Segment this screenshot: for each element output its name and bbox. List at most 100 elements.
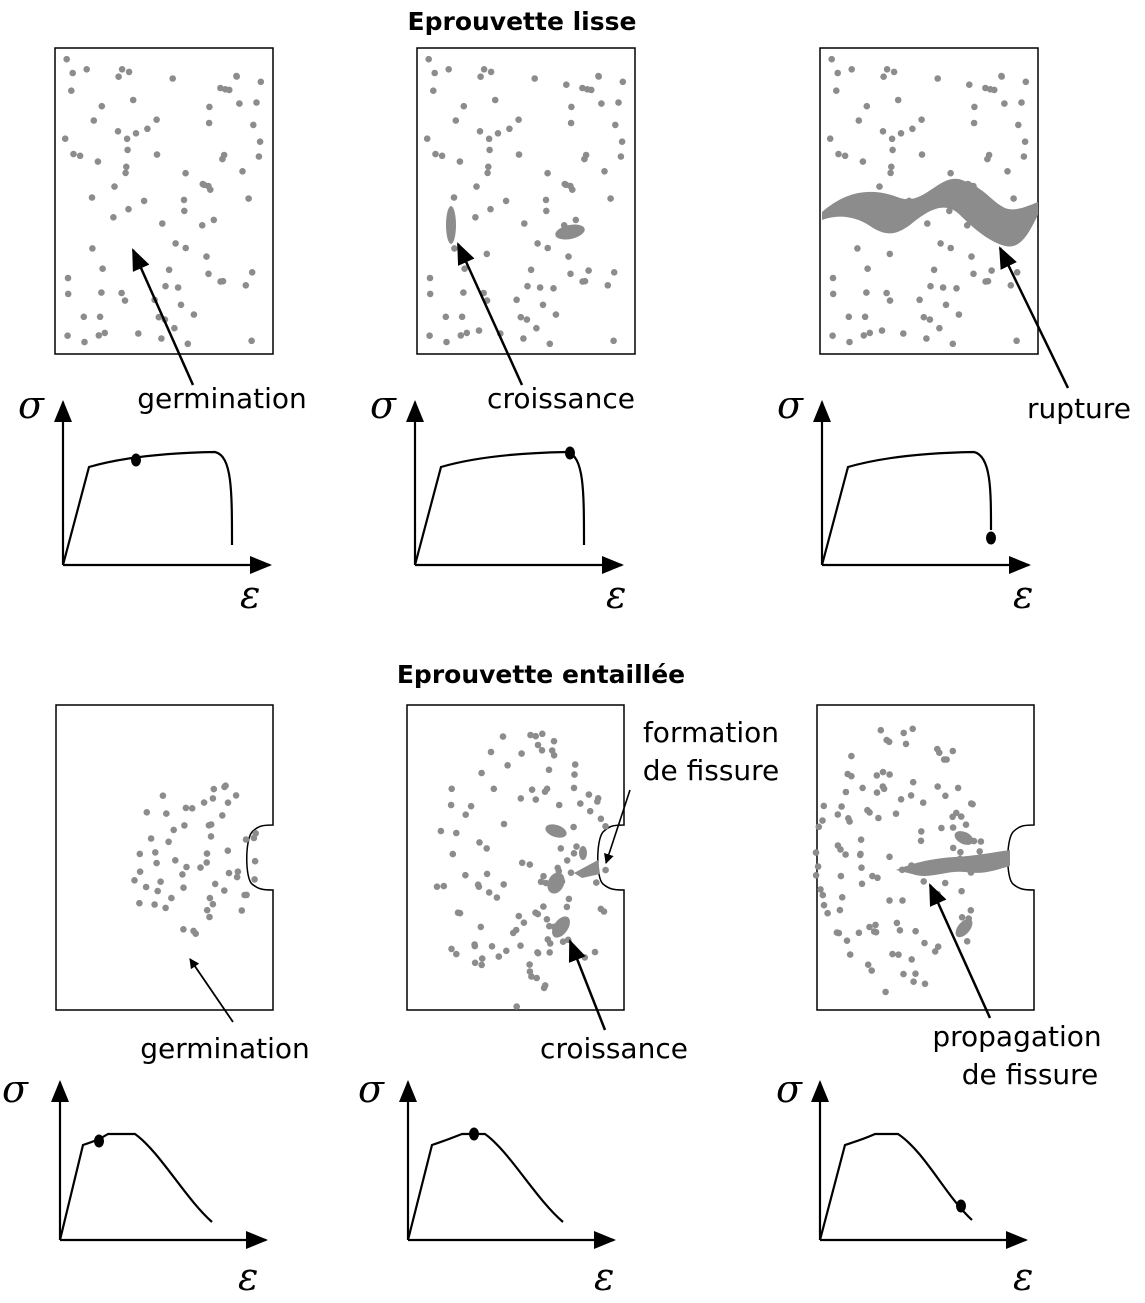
state-marker [131,453,141,467]
notched-curve-1: σ ε [2,1067,268,1299]
particle [957,813,965,820]
particle [859,784,866,792]
particle [180,884,187,891]
particle [462,871,469,879]
particle [494,130,502,137]
particle [473,183,480,190]
particle [855,929,863,937]
particle [121,297,129,304]
particle [976,848,983,855]
particle [461,265,468,273]
particle [878,327,886,334]
particle [900,970,907,978]
particle [426,290,434,298]
particle [523,316,531,323]
strain-axis-symbol: ε [1013,573,1033,617]
particle [835,929,843,937]
particle [837,872,845,880]
specimen-frame [819,47,1039,355]
particle [517,313,525,321]
particle [483,845,491,852]
particle [1021,138,1029,145]
particle [607,195,614,202]
particle [970,119,978,127]
label-formation: formation [643,716,779,749]
label-de-fissure: de fissure [643,754,780,787]
particle [206,894,214,902]
particle [838,803,845,810]
particle [848,752,855,760]
particle [860,332,868,339]
particle [819,891,827,899]
particle [157,878,164,885]
propagating-crack [896,850,1010,876]
particle [854,245,861,252]
particle [526,861,534,868]
particle [180,196,188,204]
particle [812,849,820,856]
particle [69,69,76,77]
particle [907,792,915,799]
particle [115,73,122,80]
particle [1004,168,1011,175]
particle [857,850,864,858]
particle [540,872,547,880]
particle [531,75,538,82]
particle [539,730,546,738]
particle [487,748,495,756]
particle [64,290,72,298]
particle [900,330,907,337]
particle [567,119,575,127]
particle [177,301,185,309]
particle [869,872,876,880]
particle [892,810,900,817]
particle [572,216,580,224]
particle [585,267,592,274]
particle [256,138,264,145]
particle [163,810,170,817]
notched-specimen-frame [406,704,625,1011]
particle [886,771,893,778]
particle [518,859,526,867]
particle [610,337,617,345]
particle [1013,269,1021,276]
particle [70,150,77,158]
particle [602,866,609,874]
particle [565,253,572,260]
stress-axis-symbol: σ [358,1067,385,1111]
particle [475,883,483,890]
particle [524,282,531,290]
particle [515,116,522,123]
particle [597,815,605,823]
strain-axis-symbol: ε [240,573,260,617]
particle [471,959,479,967]
particle [491,96,499,104]
particle [543,785,551,793]
particle [250,121,257,129]
particle [939,284,947,291]
particle [96,313,104,321]
particle [594,798,601,805]
particle [442,313,450,321]
particle [540,903,547,910]
particle [453,829,460,837]
particle [546,940,554,947]
particle [893,919,901,927]
particle [477,923,485,931]
particle [598,100,605,107]
particle [239,168,246,175]
particle [885,738,893,746]
particle-field [433,730,609,1010]
particle [874,874,881,882]
particle [76,152,84,160]
particle [63,55,70,63]
particle [487,205,494,213]
particle [248,269,256,276]
particle-field [423,55,627,348]
particle [233,72,240,80]
void-elongated [555,224,585,240]
particle [250,834,258,842]
particle [255,153,263,160]
particle [210,785,218,793]
particle [80,313,88,321]
